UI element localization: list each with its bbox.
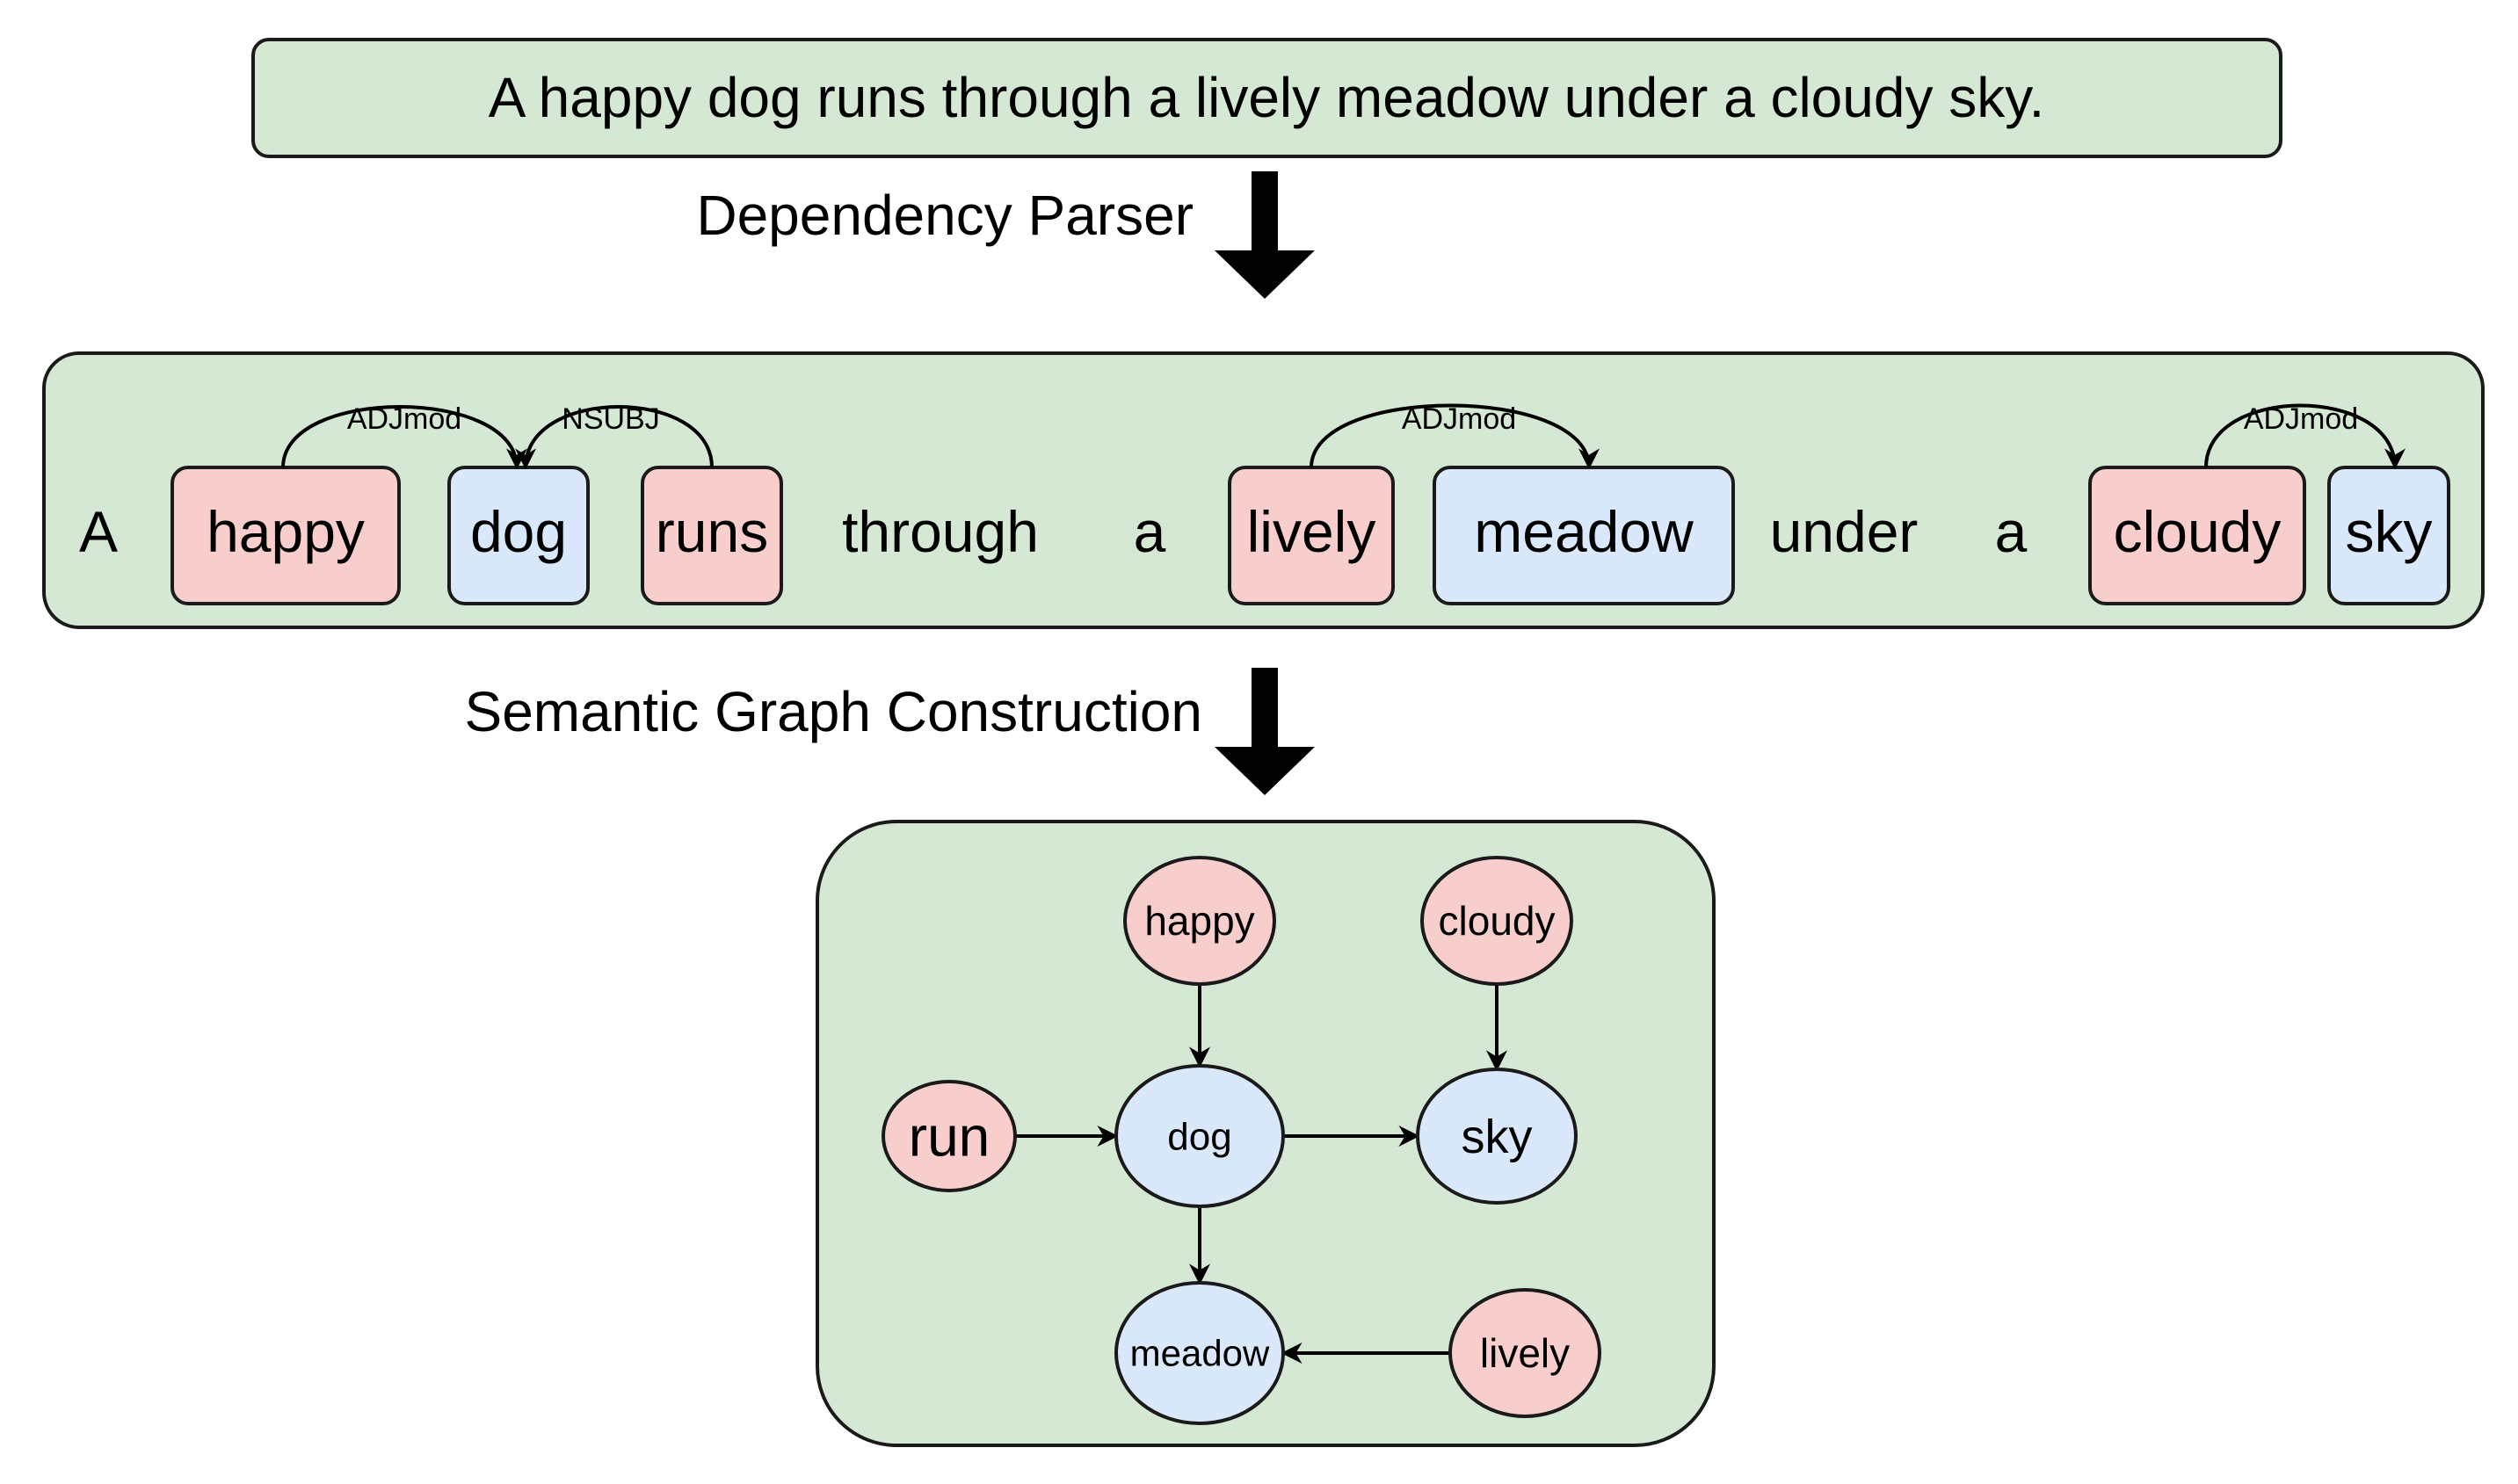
dependency-arc: [1310, 403, 1600, 470]
node-meadow: meadow: [1114, 1281, 1285, 1425]
token-a-0: A: [79, 499, 118, 564]
dependency-arc: [515, 405, 714, 470]
token-dog-2: dog: [447, 466, 590, 605]
sentence-text: A happy dog runs through a lively meadow…: [489, 66, 2045, 129]
dependency-parser-step: Dependency Parser: [696, 171, 1315, 299]
token-meadow-7: meadow: [1433, 466, 1735, 605]
graph-construction-step: Semantic Graph Construction: [465, 668, 1315, 795]
step2-label: Semantic Graph Construction: [465, 680, 1203, 743]
token-label: sky: [2346, 499, 2433, 564]
dependency-lively-meadow: ADJmod: [1310, 402, 1600, 470]
node-label: meadow: [1130, 1333, 1270, 1374]
dependency-label: ADJmod: [1402, 402, 1516, 436]
node-label: sky: [1462, 1111, 1533, 1163]
node-circle: [1420, 856, 1573, 986]
node-run: run: [882, 1080, 1017, 1192]
node-cloudy: cloudy: [1420, 856, 1573, 986]
token-runs-3: runs: [641, 466, 783, 605]
node-circle: [1123, 856, 1276, 986]
token-label: under: [1770, 499, 1919, 564]
graph-nodes: happy cloudy run dog sky meadow lively: [882, 856, 1601, 1425]
down-arrow-icon: [1215, 171, 1315, 299]
node-label: dog: [1167, 1115, 1231, 1158]
token-sky-11: sky: [2327, 466, 2450, 605]
node-circle: [1114, 1064, 1285, 1208]
dependency-label: ADJmod: [347, 402, 461, 436]
node-label: lively: [1480, 1330, 1570, 1376]
node-lively: lively: [1448, 1288, 1601, 1418]
dependency-happy-dog: ADJmod: [281, 402, 527, 470]
token-box: [171, 466, 401, 605]
token-label: lively: [1247, 499, 1376, 564]
node-circle: [882, 1080, 1017, 1192]
dependency-arc: [281, 405, 527, 470]
dependency-runs-dog: NSUBJ: [515, 402, 714, 470]
token-label: A: [79, 499, 118, 564]
token-label: a: [1134, 499, 1166, 564]
dependency-label: ADJmod: [2244, 402, 2358, 436]
token-cloudy-10: cloudy: [2088, 466, 2306, 605]
token-box: [2088, 466, 2306, 605]
dependency-arcs: ADJmod NSUBJ ADJmod ADJmod: [281, 402, 2406, 470]
node-label: run: [909, 1104, 991, 1168]
token-label: dog: [470, 499, 567, 564]
node-label: cloudy: [1439, 898, 1556, 944]
token-label: through: [842, 499, 1039, 564]
sentence-box: A happy dog runs through a lively meadow…: [251, 38, 2282, 158]
semantic-graph-panel: happy cloudy run dog sky meadow lively: [816, 820, 1716, 1447]
dependency-arc: [2204, 403, 2406, 470]
node-label: happy: [1144, 898, 1254, 944]
token-label: a: [1995, 499, 2028, 564]
token-label: runs: [656, 499, 768, 564]
node-circle: [1416, 1068, 1578, 1205]
dependency-cloudy-sky: ADJmod: [2204, 402, 2406, 470]
token-under-8: under: [1770, 499, 1919, 564]
token-lively-6: lively: [1228, 466, 1395, 605]
node-circle: [1448, 1288, 1601, 1418]
token-label: cloudy: [2114, 499, 2282, 564]
token-label: meadow: [1474, 499, 1694, 564]
token-label: happy: [207, 499, 365, 564]
node-circle: [1114, 1281, 1285, 1425]
dependency-label: NSUBJ: [562, 402, 659, 436]
token-through-4: through: [842, 499, 1039, 564]
node-dog: dog: [1114, 1064, 1285, 1208]
node-happy: happy: [1123, 856, 1276, 986]
graph-edges: [1015, 984, 1507, 1364]
step1-label: Dependency Parser: [696, 184, 1194, 247]
token-a-9: a: [1995, 499, 2028, 564]
token-a-5: a: [1134, 499, 1166, 564]
token-happy-1: happy: [171, 466, 401, 605]
node-sky: sky: [1416, 1068, 1578, 1205]
down-arrow-icon: [1215, 668, 1315, 795]
